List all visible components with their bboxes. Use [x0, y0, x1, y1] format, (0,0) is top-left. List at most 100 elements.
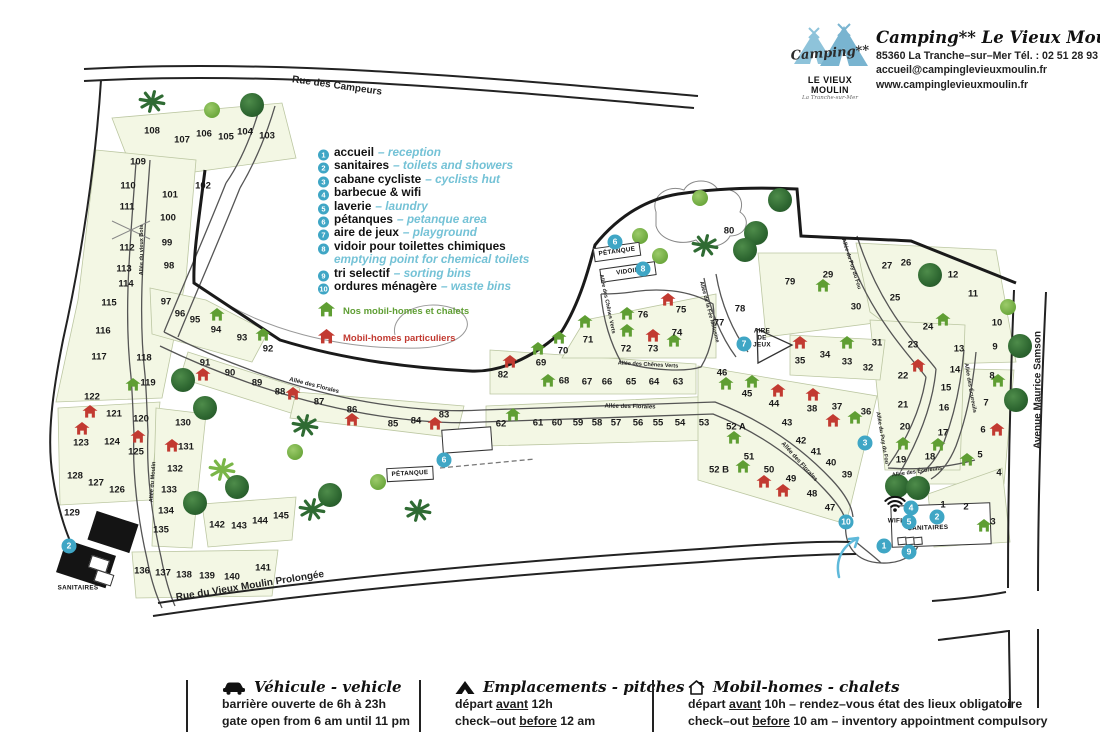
pitch-12: 12 [947, 269, 959, 281]
tree-icon [1000, 299, 1016, 315]
pitch-73: 73 [647, 343, 659, 355]
pitch-9: 9 [992, 341, 998, 353]
mobil-home-icon [792, 335, 808, 349]
tree-icon [183, 491, 207, 515]
pitch-29: 29 [822, 269, 834, 281]
mobil-home-green [551, 330, 567, 349]
palm-tree-icon [298, 498, 326, 527]
pitch-78: 78 [734, 303, 746, 315]
tree-icon [906, 476, 930, 500]
mobil-home-icon [619, 306, 635, 320]
pitch-118: 118 [136, 352, 152, 364]
pitch-85: 85 [387, 418, 399, 430]
green-house-icon [318, 302, 335, 320]
pitch-69: 69 [535, 357, 547, 369]
pitch-132: 132 [167, 463, 183, 475]
pitch-2: 2 [963, 501, 969, 513]
footer-line: départ avant 12h [455, 697, 553, 711]
pitch-115: 115 [101, 297, 117, 309]
pitch-57: 57 [610, 417, 622, 429]
email-line: accueil@campinglevieuxmoulin.fr [876, 64, 1048, 76]
mobil-home-icon [726, 430, 742, 444]
mobil-home-green [718, 376, 734, 395]
mobil-home-green [255, 327, 271, 346]
mobil-home-red [164, 438, 180, 457]
pitch-105: 105 [218, 131, 234, 143]
tree-icon [733, 238, 757, 262]
mobil-home-green [935, 312, 951, 331]
legend-label-fr: ordures ménagère [334, 279, 437, 294]
pitch-46: 46 [716, 367, 728, 379]
footer-line: barrière ouverte de 6h à 23h [222, 697, 387, 711]
pitch-30: 30 [850, 301, 862, 313]
facility-badge-1: 1 [876, 538, 892, 554]
pitch-86: 86 [346, 404, 358, 416]
pitch-68: 68 [558, 375, 570, 387]
mobil-home-icon [930, 437, 946, 451]
pitch-103: 103 [259, 130, 275, 142]
tree-icon [885, 474, 909, 498]
facility-badge-2: 2 [61, 538, 77, 554]
mobil-home-icon [839, 335, 855, 349]
mobil-home-red [427, 416, 443, 435]
pitch-104: 104 [237, 126, 253, 138]
mobil-home-icon [551, 330, 567, 344]
pitch-50: 50 [763, 464, 775, 476]
pitch-75: 75 [675, 304, 687, 316]
pitch-140: 140 [224, 571, 240, 583]
pitch-17: 17 [937, 427, 949, 439]
tree-icon [225, 475, 249, 499]
legend-house-label: Mobil-homes particuliers [343, 332, 456, 344]
pitch-49: 49 [785, 473, 797, 485]
red-house-icon [318, 329, 335, 347]
pitch-126: 126 [109, 484, 125, 496]
mobil-home-icon [910, 358, 926, 372]
palm-tree-icon [291, 414, 319, 443]
pitch-42: 42 [795, 435, 807, 447]
pitch-94: 94 [210, 324, 222, 336]
pitch-106: 106 [196, 128, 212, 140]
mobil-home-red [989, 422, 1005, 441]
pitch-56: 56 [632, 417, 644, 429]
pitch-47: 47 [824, 502, 836, 514]
pitch-1: 1 [940, 499, 946, 511]
pitch-122: 122 [84, 391, 100, 403]
pitch-25: 25 [889, 292, 901, 304]
mobil-home-red [74, 421, 90, 440]
pitch-109: 109 [130, 156, 146, 168]
mobil-home-green [815, 278, 831, 297]
mobil-home-green [577, 314, 593, 333]
mobil-home-green [744, 374, 760, 393]
mobil-home-green [505, 407, 521, 426]
pitch-20: 20 [899, 421, 911, 433]
footer-line: check–out before 12 am [455, 714, 596, 728]
mobil-home-green [959, 452, 975, 471]
mobil-home-icon [935, 312, 951, 326]
tree-icon [632, 228, 648, 244]
pitch-98: 98 [163, 260, 175, 272]
pitch-123: 123 [73, 437, 89, 449]
pitch-91: 91 [199, 357, 211, 369]
legend-label-en: – reception [378, 145, 441, 159]
pitch-35: 35 [794, 355, 806, 367]
mobil-home-red [130, 429, 146, 448]
pitch-52-b: 52 B [708, 464, 730, 476]
pitch-24: 24 [922, 321, 934, 333]
footer-line: gate open from 6 am until 11 pm [222, 714, 410, 728]
legend-label-en: – cyclists hut [425, 171, 500, 186]
pitch-139: 139 [199, 570, 215, 582]
pitch-61: 61 [532, 417, 544, 429]
mobil-home-icon [770, 383, 786, 397]
pitch-145: 145 [273, 510, 289, 522]
pitch-13: 13 [953, 343, 965, 355]
pitch-112: 112 [119, 242, 135, 254]
legend-number-badge: 7 [318, 229, 329, 241]
legend-label-fr: accueil [334, 145, 375, 159]
mobil-home-icon [427, 416, 443, 430]
pitch-82: 82 [497, 369, 509, 381]
